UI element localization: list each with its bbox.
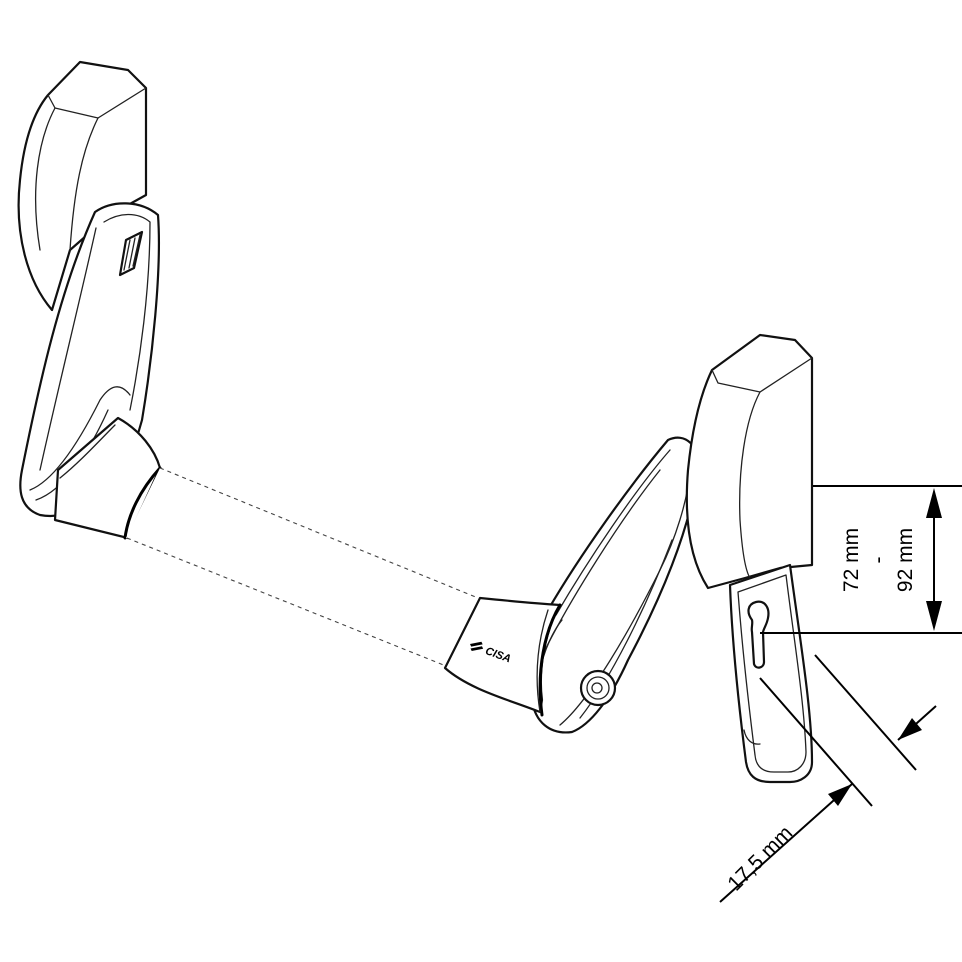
right-hub xyxy=(579,669,617,707)
height-dim-label-min: 72 mm xyxy=(840,528,863,592)
height-dim-separator: - xyxy=(867,557,890,564)
right-cover-housing xyxy=(685,333,814,590)
height-dim-label-max: 92 mm xyxy=(894,528,917,592)
height-dimension: 72 mm - 92 mm xyxy=(760,485,962,634)
right-end-unit: CISA xyxy=(443,333,814,784)
offset-dim-label: 17,5 mm xyxy=(723,821,797,895)
cylinder-keyhole xyxy=(747,600,770,669)
cross-bar xyxy=(126,467,480,668)
escutcheon-plate xyxy=(728,563,814,784)
left-end-unit xyxy=(17,60,162,540)
